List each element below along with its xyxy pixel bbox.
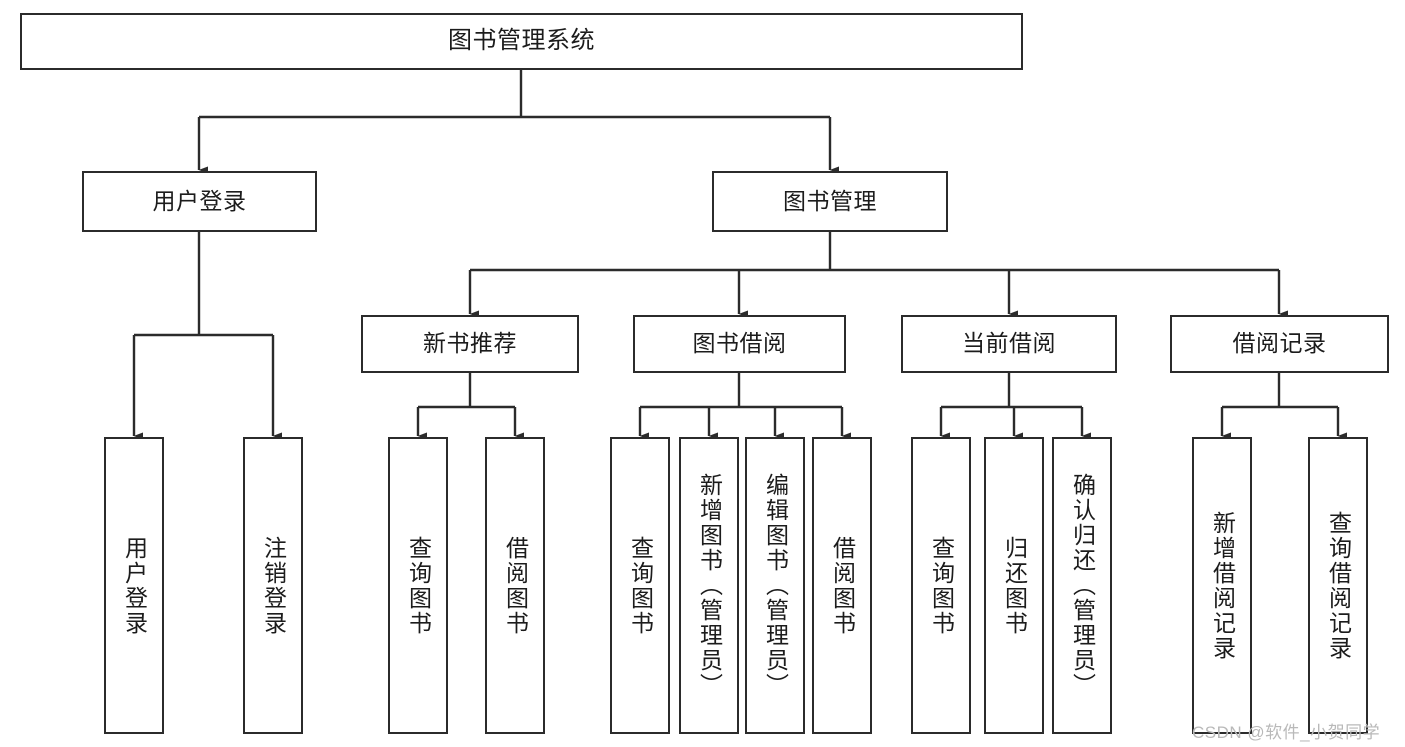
node-leaf-confirm-return-admin[interactable]: 确认归还（管理员） — [1052, 437, 1112, 734]
node-leaf-query-books-rec[interactable]: 查询图书 — [388, 437, 448, 734]
node-label: 确认归还（管理员） — [1069, 473, 1096, 698]
node-label: 归还图书 — [1001, 535, 1028, 636]
node-leaf-add-book-admin[interactable]: 新增图书（管理员） — [679, 437, 739, 734]
node-label: 编辑图书（管理员） — [762, 473, 789, 698]
node-label: 用户登录 — [152, 187, 247, 214]
node-leaf-query-books-current[interactable]: 查询图书 — [911, 437, 971, 734]
node-leaf-user-login[interactable]: 用户登录 — [104, 437, 164, 734]
node-label: 当前借阅 — [962, 330, 1056, 357]
node-label: 借阅图书 — [829, 535, 856, 636]
node-label: 查询图书 — [627, 535, 654, 636]
node-label: 图书管理 — [783, 187, 877, 214]
node-label: 新书推荐 — [423, 330, 517, 357]
node-label: 图书借阅 — [692, 330, 787, 357]
node-label: 图书管理系统 — [448, 27, 595, 55]
node-label: 查询借阅记录 — [1325, 510, 1352, 661]
node-leaf-add-borrow-record[interactable]: 新增借阅记录 — [1192, 437, 1252, 734]
node-user-login[interactable]: 用户登录 — [82, 171, 317, 232]
node-book-manage[interactable]: 图书管理 — [712, 171, 948, 232]
node-leaf-borrow-books-rec[interactable]: 借阅图书 — [485, 437, 545, 734]
edge-layer — [132, 70, 1348, 440]
node-label: 用户登录 — [121, 535, 148, 636]
node-leaf-return-book[interactable]: 归还图书 — [984, 437, 1044, 734]
node-label: 查询图书 — [405, 535, 432, 636]
node-root[interactable]: 图书管理系统 — [20, 13, 1023, 70]
node-leaf-edit-book-admin[interactable]: 编辑图书（管理员） — [745, 437, 805, 734]
node-label: 注销登录 — [260, 535, 287, 636]
node-new-book-recommend[interactable]: 新书推荐 — [361, 315, 579, 373]
node-leaf-query-books-borrow[interactable]: 查询图书 — [610, 437, 670, 734]
node-label: 新增借阅记录 — [1209, 510, 1236, 661]
node-leaf-borrow-book[interactable]: 借阅图书 — [812, 437, 872, 734]
node-label: 查询图书 — [928, 535, 955, 636]
node-current-borrow[interactable]: 当前借阅 — [901, 315, 1117, 373]
node-borrow-records[interactable]: 借阅记录 — [1170, 315, 1389, 373]
node-label: 借阅记录 — [1232, 330, 1327, 357]
node-label: 新增图书（管理员） — [696, 473, 723, 698]
node-leaf-logout-login[interactable]: 注销登录 — [243, 437, 303, 734]
node-leaf-query-borrow-record[interactable]: 查询借阅记录 — [1308, 437, 1368, 734]
node-book-borrow[interactable]: 图书借阅 — [633, 315, 846, 373]
watermark-text: CSDN @软件_小贺同学 — [1192, 723, 1381, 742]
node-label: 借阅图书 — [502, 535, 529, 636]
